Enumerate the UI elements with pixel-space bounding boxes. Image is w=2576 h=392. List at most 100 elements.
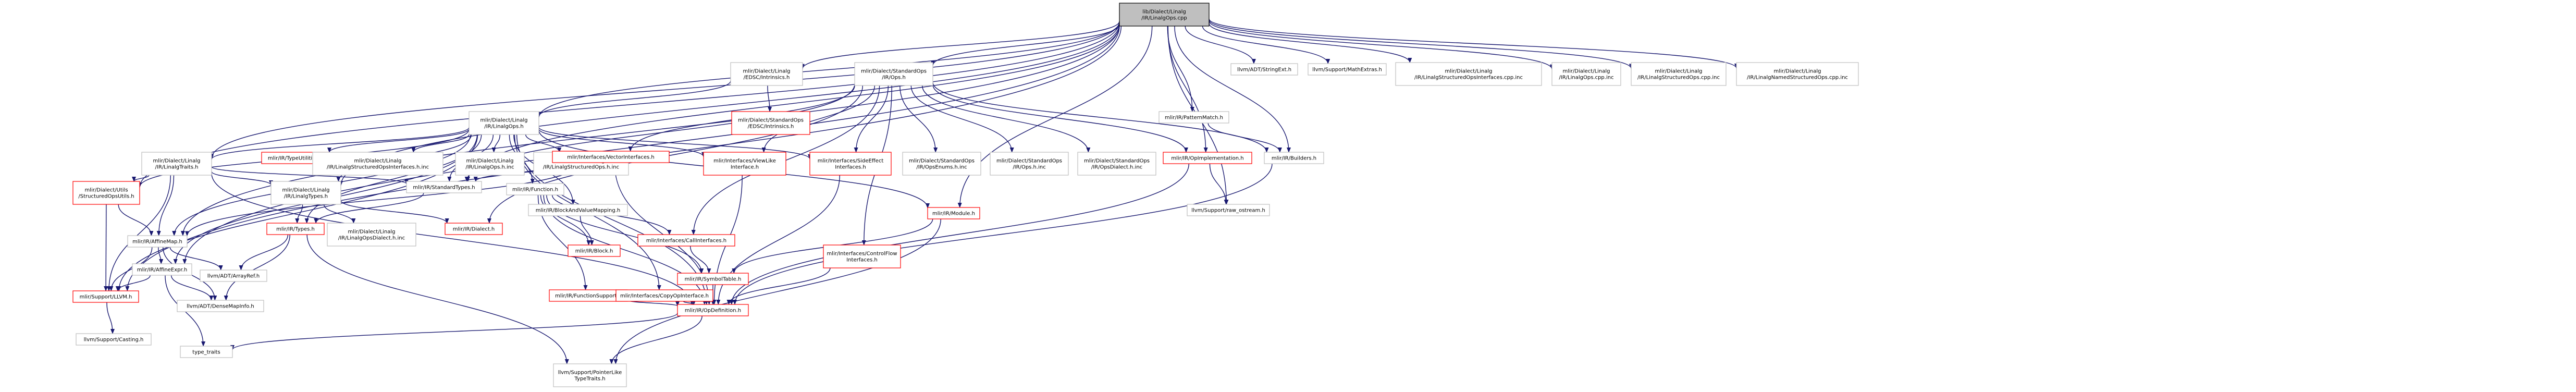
node-op-definition[interactable]: mlir/IR/OpDefinition.h (677, 304, 749, 316)
node-label: /IR/Ops.h.inc (1013, 165, 1045, 170)
node-box (177, 300, 264, 312)
node-box (312, 152, 443, 176)
node-box (552, 151, 670, 163)
node-label: /StructuredOpsUtils.h (78, 194, 134, 200)
node-types-h[interactable]: mlir/IR/Types.h (266, 223, 325, 235)
node-stringext[interactable]: llvm/ADT/StringExt.h (1230, 63, 1298, 76)
node-function-support[interactable]: mlir/IR/FunctionSupport.h (549, 289, 628, 302)
edge-linalg_types-to-linalg_dialect_h_inc (323, 204, 356, 224)
node-vector-ifaces[interactable]: mlir/Interfaces/VectorInterfaces.h (552, 151, 670, 163)
node-builders[interactable]: mlir/IR/Builders.h (1264, 152, 1324, 164)
node-affine-expr[interactable]: mlir/IR/AffineExpr.h (132, 263, 192, 276)
node-label: mlir/Interfaces/CopyOpInterface.h (620, 293, 709, 299)
node-label: /IR/LinalgStructuredOps.cpp.inc (1637, 75, 1720, 81)
edge-affine_map-to-support_llvm (109, 247, 153, 291)
node-label: mlir/IR/PatternMatch.h (1165, 115, 1223, 121)
node-array-ref[interactable]: llvm/ADT/ArrayRef.h (200, 270, 267, 282)
node-box (1187, 204, 1270, 216)
edge-builders-to-op_definition (733, 163, 1273, 305)
edge-stdops_ops-to-op_implementation (932, 84, 1188, 153)
node-linalg-ops-h-inc[interactable]: mlir/Dialect/Linalg/IR/LinalgOps.h.inc (455, 152, 525, 176)
node-function-h[interactable]: mlir/IR/Function.h (506, 183, 564, 195)
node-box (637, 234, 735, 247)
node-box (72, 290, 139, 303)
node-box (469, 111, 539, 135)
node-linalg-ops-cpp-inc[interactable]: mlir/Dialect/Linalg/IR/LinalgOps.cpp.inc (1551, 62, 1621, 86)
node-label: /IR/OpsDialect.h.inc (1091, 165, 1142, 170)
node-linalg-named-cpp-inc[interactable]: mlir/Dialect/Linalg/IR/LinalgNamedStruct… (1736, 62, 1859, 86)
edge-copy_op_iface-to-op_definition (683, 299, 696, 305)
node-label: mlir/Dialect/Linalg (1773, 69, 1821, 75)
node-standard-types[interactable]: mlir/IR/StandardTypes.h (406, 181, 482, 193)
node-box (1163, 152, 1252, 164)
node-linalg-traits[interactable]: mlir/Dialect/Linalg/IR/LinalgTraits.h (141, 152, 212, 176)
node-linalg-dialect-h-inc[interactable]: mlir/Dialect/Linalg/IR/LinalgOpsDialect.… (327, 223, 416, 247)
node-raw-ostream[interactable]: llvm/Support/raw_ostream.h (1187, 204, 1270, 216)
node-label: mlir/Dialect/StandardOps (1084, 158, 1150, 164)
node-stdops-edsc-intrinsics[interactable]: mlir/Dialect/StandardOps/EDSC/Intrinsics… (731, 111, 810, 135)
node-linalg-types[interactable]: mlir/Dialect/Linalg/IR/LinalgTypes.h (270, 181, 341, 205)
edge-linalg_ops_h-to-view_like (538, 129, 706, 157)
node-utils-structured[interactable]: mlir/Dialect/Utils/StructuredOpsUtils.h (72, 181, 140, 205)
edge-op_implementation-to-raw_ostream (1209, 163, 1228, 205)
node-block-value-mapping[interactable]: mlir/IR/BlockAndValueMapping.h (528, 204, 628, 216)
node-box (76, 333, 152, 346)
node-edsc-intrinsics[interactable]: mlir/Dialect/Linalg/EDSC/Intrinsics.h (730, 62, 803, 86)
node-box (1077, 152, 1156, 176)
node-linalg-structured-ifaces-h-inc[interactable]: mlir/Dialect/Linalg/IR/LinalgStructuredO… (312, 152, 443, 176)
node-box (127, 235, 188, 248)
node-label: Interfaces.h (846, 258, 878, 263)
node-symbol-table[interactable]: mlir/IR/SymbolTable.h (677, 273, 749, 285)
node-ops-dialect-h-inc[interactable]: mlir/Dialect/StandardOps/IR/OpsDialect.h… (1077, 152, 1156, 176)
node-label: llvm/Support/PointerLike (558, 370, 622, 376)
node-dense-map-info[interactable]: llvm/ADT/DenseMapInfo.h (177, 300, 264, 312)
node-ops-enums[interactable]: mlir/Dialect/StandardOps/IR/OpsEnums.h.i… (902, 152, 981, 176)
edge-linalg_traits-to-support_llvm (106, 175, 171, 291)
node-casting[interactable]: llvm/Support/Casting.h (76, 333, 152, 346)
node-box (854, 62, 933, 86)
node-linalg-ops-h[interactable]: mlir/Dialect/Linalg/IR/LinalgOps.h (469, 111, 539, 135)
node-module-h[interactable]: mlir/IR/Module.h (927, 207, 980, 219)
node-copy-op-iface[interactable]: mlir/Interfaces/CopyOpInterface.h (615, 289, 713, 302)
node-mathextras[interactable]: llvm/Support/MathExtras.h (1308, 63, 1387, 76)
edge-types_h-to-pointer_like (306, 234, 569, 364)
node-label: mlir/IR/StandardTypes.h (413, 185, 475, 191)
node-label: mlir/Interfaces/CallInterfaces.h (646, 238, 726, 244)
node-box (809, 152, 892, 176)
node-pattern-match[interactable]: mlir/IR/PatternMatch.h (1158, 111, 1229, 124)
node-box (506, 183, 564, 195)
node-label: llvm/ADT/StringExt.h (1237, 67, 1291, 73)
node-support-llvm[interactable]: mlir/Support/LLVM.h (72, 290, 139, 303)
node-label: mlir/IR/AffineExpr.h (137, 267, 187, 273)
node-box (568, 244, 621, 257)
node-root[interactable]: lib/Dialect/Linalg/IR/LinalgOps.cpp (1119, 3, 1210, 27)
node-affine-map[interactable]: mlir/IR/AffineMap.h (127, 235, 188, 248)
edge-stdops_ops-to-view_like (761, 85, 876, 153)
node-box (615, 289, 713, 302)
node-box (180, 346, 233, 358)
edge-linalg_ops_h-to-types_h (304, 134, 482, 224)
node-label: /IR/LinalgStructuredOpsInterfaces.h.inc (327, 165, 429, 170)
edge-pattern_match-to-builders (1207, 123, 1282, 153)
node-op-implementation[interactable]: mlir/IR/OpImplementation.h (1163, 152, 1252, 164)
node-label: llvm/ADT/DenseMapInfo.h (187, 304, 254, 310)
node-linalg-structured-cpp-inc[interactable]: mlir/Dialect/Linalg/IR/LinalgStructuredO… (1631, 62, 1727, 86)
node-stdops-ops[interactable]: mlir/Dialect/StandardOps/IR/Ops.h (854, 62, 933, 86)
node-box (1551, 62, 1621, 86)
edge-control_flow-to-op_definition (726, 267, 831, 305)
node-ops-h-inc[interactable]: mlir/Dialect/StandardOps/IR/Ops.h.inc (990, 152, 1069, 176)
edge-affine_expr-to-support_llvm (115, 275, 151, 291)
node-label: /IR/LinalgStructuredOpsInterfaces.cpp.in… (1414, 75, 1523, 81)
edge-block_value_mapping-to-block_h (580, 215, 594, 246)
node-type-traits[interactable]: type_traits (180, 346, 233, 358)
node-label: mlir/Dialect/Linalg (1655, 69, 1702, 75)
node-linalg-structured-ifaces-cpp[interactable]: mlir/Dialect/Linalg/IR/LinalgStructuredO… (1395, 62, 1542, 86)
node-label: /IR/LinalgTypes.h (284, 194, 328, 200)
node-dialect-h[interactable]: mlir/IR/Dialect.h (445, 223, 503, 235)
node-block-h[interactable]: mlir/IR/Block.h (568, 244, 621, 257)
node-call-ifaces[interactable]: mlir/Interfaces/CallInterfaces.h (637, 234, 735, 247)
